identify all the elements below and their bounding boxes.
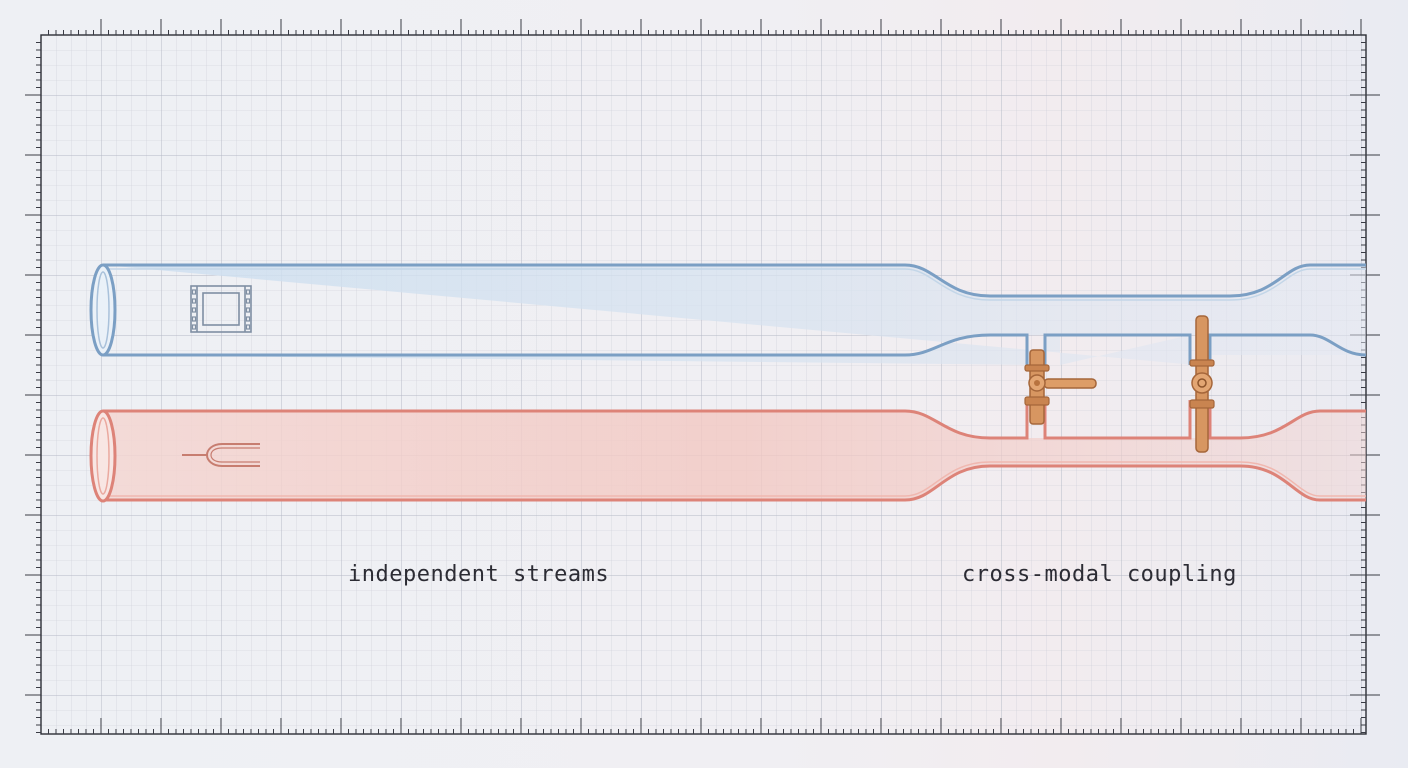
grid-paper: [40, 34, 1367, 735]
film-strip-icon: [190, 285, 252, 333]
video-stream-tube: [89, 263, 1367, 365]
label-independent-streams: independent streams: [348, 562, 610, 587]
coupling-valve-left: [1024, 349, 1097, 425]
coupling-valve-right: [1189, 315, 1215, 453]
tuning-fork-icon: [182, 443, 260, 467]
ruler-ticks: [25, 19, 1380, 734]
audio-stream-tube: [89, 400, 1366, 503]
label-cross-modal-coupling: cross-modal coupling: [962, 562, 1237, 587]
